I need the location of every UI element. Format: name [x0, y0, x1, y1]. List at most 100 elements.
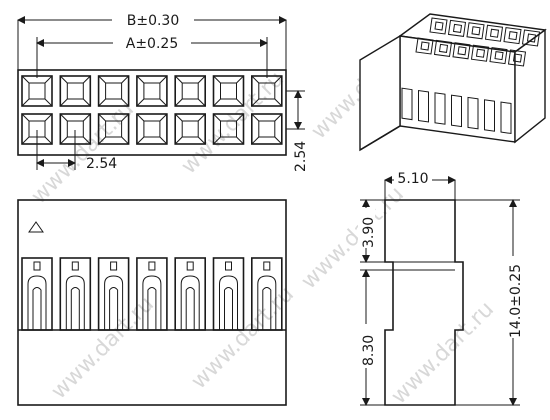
iso-pin-cell-inner	[526, 33, 537, 43]
iso-pin-cell-inner	[434, 21, 444, 31]
iso-view	[359, 13, 547, 152]
pin-cell-inner	[143, 120, 161, 138]
pin-cell-outer	[97, 75, 130, 107]
iso-pin-cell	[466, 22, 485, 40]
pin-cell-bevel	[44, 75, 53, 84]
pin-cell-inner	[105, 82, 123, 100]
contact-spring-inner	[70, 287, 80, 330]
iso-pin-cell	[429, 17, 448, 35]
contact-spring-inner	[109, 287, 119, 330]
contact-row	[21, 257, 283, 331]
pin-cell-bevel	[159, 136, 168, 145]
pin-cell-bevel	[159, 98, 168, 107]
contact-spring-inner	[147, 287, 157, 330]
pin-cell-bevel	[197, 113, 206, 122]
pin-cell-bevel	[121, 136, 129, 145]
pin-cell-outer	[251, 113, 283, 145]
iso-slot-row	[401, 87, 512, 135]
iso-pin-cell-inner	[471, 26, 481, 36]
pin-cell-bevel	[98, 98, 106, 107]
pin-cell-bevel	[44, 136, 53, 145]
contact-spring-inner	[32, 287, 42, 330]
contact-slot	[251, 257, 283, 331]
contact-latch	[186, 261, 194, 271]
pin-cell-inner	[66, 82, 84, 100]
pin-cell-bevel	[121, 75, 129, 84]
iso-slot	[451, 94, 462, 128]
pin-cell-outer	[174, 113, 206, 145]
pin-cell-bevel	[136, 75, 145, 84]
pin-cell-bevel	[21, 136, 30, 145]
iso-cell-grid	[415, 17, 541, 67]
front-view	[17, 199, 287, 406]
iso-pin-cell-inner	[438, 43, 449, 53]
pin-cell-inner	[105, 120, 123, 138]
iso-pin-cell-inner	[475, 48, 486, 58]
pin-cell-bevel	[236, 113, 244, 122]
contact-latch	[110, 261, 118, 271]
pin-cell-bevel	[174, 98, 183, 107]
dim-height-label-bg	[505, 256, 522, 338]
pin-cell-inner	[258, 82, 276, 100]
pin-cell-bevel	[21, 75, 30, 84]
pin-cell-bevel	[21, 98, 30, 107]
dim-lower-label: 8.30	[361, 335, 377, 366]
contact-spring-outer	[180, 275, 200, 330]
pin-cell-bevel	[159, 75, 168, 84]
top-view: B±0.30 A±0.25 2.54 2.54	[17, 11, 309, 172]
pin-cell-bevel	[274, 75, 283, 84]
contact-spring-outer	[142, 275, 162, 330]
iso-pin-cell	[521, 29, 541, 47]
iso-edge	[359, 125, 401, 151]
pin-cell-bevel	[174, 75, 183, 84]
pin-cell-outer	[174, 75, 206, 107]
contact-spring-outer	[257, 275, 277, 330]
contact-slot	[59, 257, 92, 331]
pin-cell-bevel	[59, 113, 68, 122]
dim-b-label: B±0.30	[127, 13, 180, 29]
contact-slot	[21, 257, 53, 331]
iso-slot	[500, 101, 512, 135]
pin-cell-bevel	[136, 136, 145, 145]
pin-cell-bevel	[59, 75, 68, 84]
pin-cell-inner	[220, 120, 237, 138]
dim-upper-label: 3.90	[361, 217, 377, 248]
pin-cell-outer	[97, 113, 130, 145]
pin-cell-bevel	[44, 113, 53, 122]
front-view-outline	[17, 199, 287, 406]
pin-cell-bevel	[59, 98, 68, 107]
dim-a-label: A±0.25	[126, 36, 178, 52]
contact-slot	[136, 257, 168, 331]
pin-cell-outer	[136, 113, 168, 145]
pin-cell-bevel	[82, 136, 91, 145]
pitch-v-label: 2.54	[293, 141, 309, 172]
pin-cell-inner	[258, 120, 276, 138]
pin-cell-bevel	[251, 75, 260, 84]
pin-cell-bevel	[98, 75, 106, 84]
pin-cell-bevel	[98, 113, 106, 122]
contact-spring-outer	[104, 275, 124, 330]
watermark: www.dart.ru	[297, 182, 409, 294]
pin-cell-bevel	[251, 98, 260, 107]
pin-cell-bevel	[251, 136, 260, 145]
pin-cell-bevel	[274, 136, 283, 145]
pin-cell-bevel	[82, 98, 91, 107]
pin-cell-bevel	[213, 136, 221, 145]
pin-cell-bevel	[174, 113, 183, 122]
pin-cell-bevel	[44, 98, 53, 107]
contact-spring-outer	[27, 275, 47, 330]
contact-slot	[97, 257, 130, 331]
watermark: www.dart.ru	[177, 67, 289, 179]
contact-latch	[33, 261, 41, 271]
iso-pin-cell-inner	[494, 51, 504, 61]
iso-pin-cell-inner	[512, 53, 523, 63]
iso-pin-cell	[415, 37, 434, 55]
pin-cell-bevel	[174, 136, 183, 145]
pin-cell-bevel	[197, 98, 206, 107]
pin-cell-bevel	[21, 113, 30, 122]
pin-cell-bevel	[236, 136, 244, 145]
pin-cell-bevel	[213, 98, 221, 107]
pin-cell-bevel	[159, 113, 168, 122]
iso-pin-cell	[452, 42, 471, 60]
iso-slot	[401, 87, 413, 121]
